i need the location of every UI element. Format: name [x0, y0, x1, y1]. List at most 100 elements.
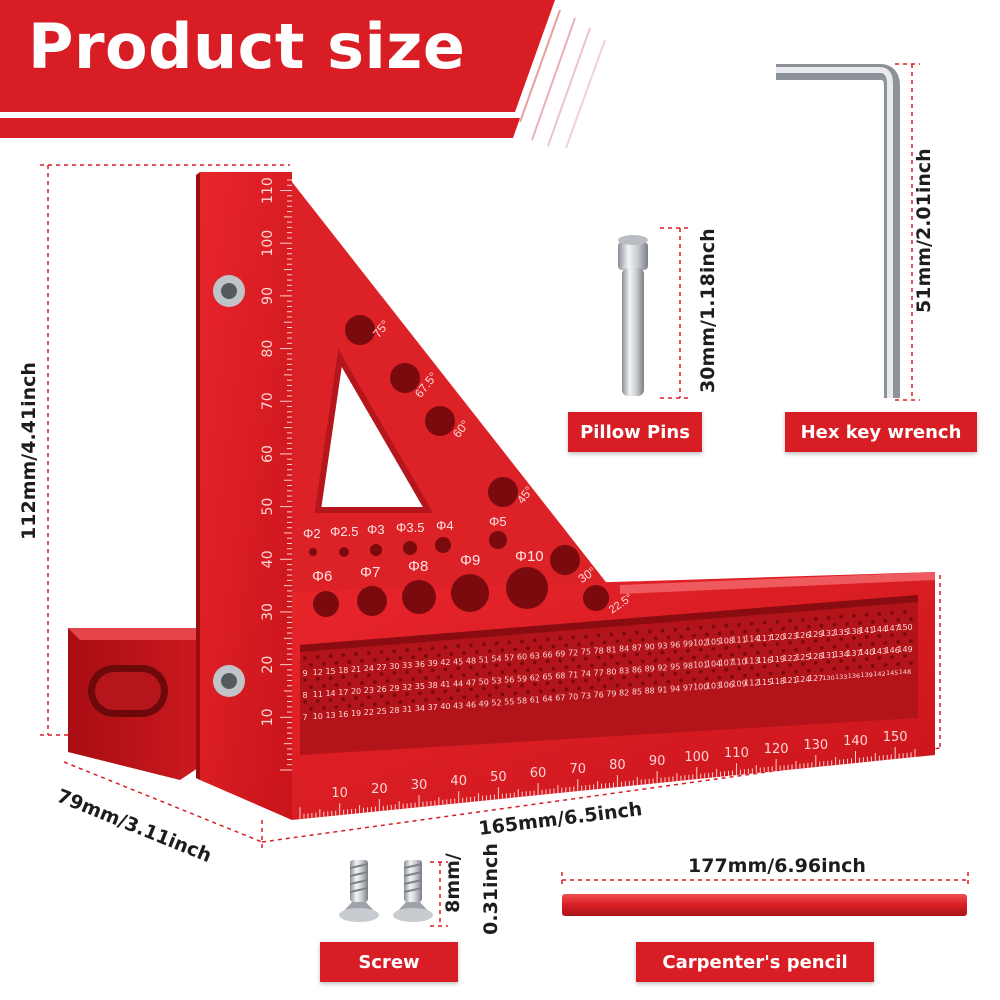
horizontal-ruler-label: 120: [764, 742, 789, 757]
horizontal-ruler-label: 80: [609, 758, 626, 773]
scribe-row-label: 18: [338, 666, 348, 675]
scribe-row-label: 84: [619, 645, 629, 654]
scribe-hole: [832, 622, 837, 627]
scribe-hole: [500, 670, 505, 675]
scribe-hole: [762, 642, 767, 647]
scribe-hole: [513, 691, 518, 696]
pencil-icon: [562, 894, 967, 916]
scribe-hole: [717, 675, 722, 680]
scribe-row-label: 46: [466, 700, 476, 709]
scribe-hole: [385, 701, 390, 706]
scribe-hole: [673, 627, 678, 632]
hole-label: Φ8: [408, 558, 429, 575]
scribe-hole: [602, 662, 607, 667]
scribe-row-label: 90: [645, 643, 655, 652]
scribe-row-label: 116: [757, 656, 772, 665]
scribe-hole: [839, 636, 844, 641]
vertical-ruler-label: 10: [260, 708, 276, 726]
scribe-row-label: 29: [389, 684, 399, 693]
scribe-hole: [641, 681, 645, 686]
scribe-hole: [839, 614, 844, 619]
scribe-hole: [303, 656, 307, 660]
scribe-hole: [538, 667, 543, 672]
scribe-row-label: 20: [351, 687, 361, 696]
scribe-row-label: 87: [632, 644, 642, 653]
scribe-hole: [558, 658, 563, 663]
scribe-hole: [806, 668, 811, 673]
scribe-row-label: 52: [491, 698, 501, 707]
scribe-hole: [354, 674, 358, 678]
pillow-pins-label: Pillow Pins: [568, 412, 702, 452]
screw-length-inch: 0.31inch: [480, 843, 502, 935]
scribe-hole: [781, 626, 786, 631]
scribe-hole: [673, 671, 678, 676]
scribe-hole: [379, 650, 384, 655]
scribe-row-label: 95: [670, 663, 680, 672]
scribe-hole: [487, 671, 492, 676]
scribe-hole: [526, 690, 530, 695]
scribe-hole: [341, 675, 346, 679]
scribe-hole: [507, 640, 512, 645]
vertical-ruler-label: 30: [260, 603, 276, 621]
scribe-hole: [481, 642, 486, 647]
scribe-hole: [737, 644, 741, 649]
scribe-row-label: 26: [377, 685, 387, 694]
scribe-row-label: 72: [568, 648, 578, 657]
scribe-hole: [896, 640, 901, 644]
scribe-hole: [635, 674, 639, 679]
scribe-hole: [832, 644, 837, 649]
scribe-hole: [475, 672, 479, 677]
scribe-row-label: 65: [542, 672, 552, 681]
scribe-hole: [686, 670, 690, 675]
scribe-hole: [673, 649, 678, 654]
scribe-hole: [724, 667, 729, 672]
scribe-row-label: 127: [808, 674, 823, 683]
scribe-row-label: 17: [338, 688, 348, 697]
scribe-row-label: 150: [897, 623, 912, 632]
scribe-hole: [826, 615, 831, 620]
scribe-row-label: 66: [542, 650, 552, 659]
scribe-hole: [589, 663, 594, 668]
scribe-hole: [768, 627, 773, 632]
scribe-hole: [596, 655, 601, 660]
scribe-hole: [666, 635, 671, 640]
scribe-hole: [647, 651, 652, 656]
scribe-row-label: 110: [731, 658, 746, 667]
scribe-hole: [507, 684, 512, 689]
scribe-hole: [826, 659, 831, 664]
scribe-hole: [558, 680, 563, 685]
scribe-hole: [762, 620, 767, 625]
scribe-hole: [819, 645, 824, 650]
vertical-ruler-label: 100: [260, 230, 276, 257]
scribe-hole: [392, 671, 397, 676]
scribe-hole: [303, 678, 307, 682]
scribe-row-label: 81: [606, 646, 616, 655]
scribe-hole: [366, 695, 371, 700]
horizontal-ruler-label: 140: [843, 734, 868, 749]
scribe-hole: [475, 650, 479, 655]
horizontal-ruler-label: 110: [724, 746, 749, 761]
scribe-row-label: 54: [491, 654, 501, 663]
scribe-row-label: 23: [364, 686, 374, 695]
scribe-hole: [423, 676, 428, 681]
scribe-hole: [858, 621, 862, 625]
hex-key-icon: [776, 64, 900, 398]
horizontal-ruler-label: 90: [649, 754, 666, 769]
scribe-row-label: 99: [683, 640, 693, 649]
scribe-hole: [334, 661, 339, 665]
scribe-hole: [909, 661, 913, 665]
scribe-hole: [589, 685, 594, 690]
hole-label: Φ6: [312, 568, 333, 585]
scribe-row-label: 114: [744, 635, 759, 644]
scribe-row-label: 140: [859, 648, 874, 657]
scribe-hole: [813, 660, 818, 665]
hole-label: Φ2.5: [330, 524, 359, 539]
scribe-hole: [520, 661, 524, 666]
scribe-hole: [890, 655, 895, 659]
scribe-row-label: 119: [770, 655, 785, 664]
scribe-hole: [487, 693, 492, 698]
screw-label: Screw: [320, 942, 458, 982]
scribe-hole: [551, 688, 556, 693]
